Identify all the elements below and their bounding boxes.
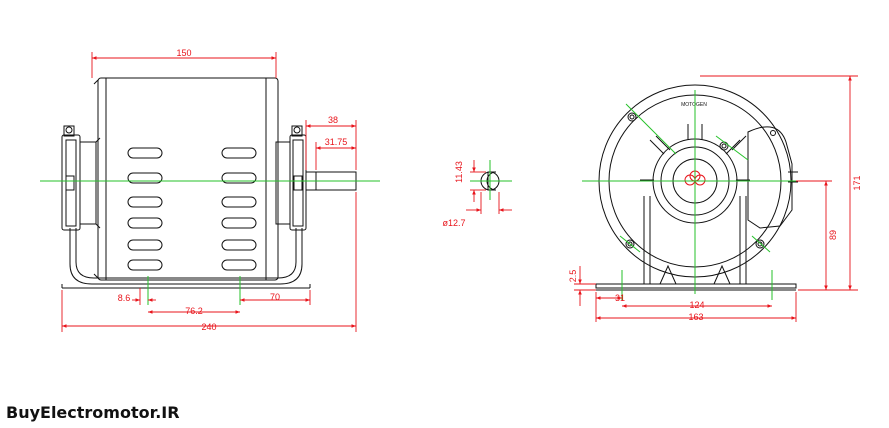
dim-shaft-length: 38 bbox=[328, 115, 338, 125]
dim-foot-offset: 8.6 bbox=[118, 293, 131, 303]
side-view-dimensions bbox=[61, 52, 357, 332]
mounting-cradle bbox=[61, 228, 311, 289]
cooling-slots-right bbox=[221, 147, 257, 271]
dim-overall-length: 240 bbox=[201, 322, 216, 332]
dim-overall-height: 171 bbox=[852, 175, 862, 190]
side-view-dimension-labels: 150 38 31.75 8.6 76.2 70 240 bbox=[118, 48, 348, 332]
front-base-plate bbox=[595, 283, 797, 291]
dim-foot-spacing: 76.2 bbox=[185, 306, 203, 316]
front-view-centerlines bbox=[582, 90, 808, 300]
site-watermark: BuyElectromotor.IR bbox=[6, 403, 180, 422]
shaft-section: 11.43 ø12.7 bbox=[442, 160, 512, 228]
dim-body-length: 150 bbox=[176, 48, 191, 58]
cooling-slots-left bbox=[127, 147, 163, 271]
right-end-shield bbox=[275, 125, 307, 231]
dim-key-height: 11.43 bbox=[454, 161, 464, 183]
dim-shaft-diameter: ø12.7 bbox=[442, 218, 465, 228]
dim-shaft-height: 89 bbox=[828, 230, 838, 240]
front-view-dimensions bbox=[574, 75, 858, 322]
side-view bbox=[61, 77, 357, 289]
shaft-cross-section bbox=[486, 171, 497, 191]
front-bolts bbox=[625, 112, 765, 249]
front-view bbox=[595, 84, 798, 291]
dim-foot-span: 124 bbox=[689, 300, 704, 310]
front-view-dimension-labels: 171 89 2.5 31 124 163 bbox=[568, 175, 862, 322]
dim-foot-edge: 31 bbox=[615, 293, 625, 303]
dim-base-thickness: 2.5 bbox=[568, 270, 578, 283]
capacitor-box bbox=[747, 126, 793, 229]
motor-body-inner bbox=[105, 77, 267, 281]
dim-shaft-to-foot: 70 bbox=[270, 292, 280, 302]
nameplate-text: MOTOGEN bbox=[681, 102, 707, 108]
dim-shaft-key-length: 31.75 bbox=[325, 137, 348, 147]
side-view-centerlines bbox=[40, 180, 380, 305]
dim-base-width: 163 bbox=[688, 312, 703, 322]
left-end-shield bbox=[61, 125, 101, 231]
